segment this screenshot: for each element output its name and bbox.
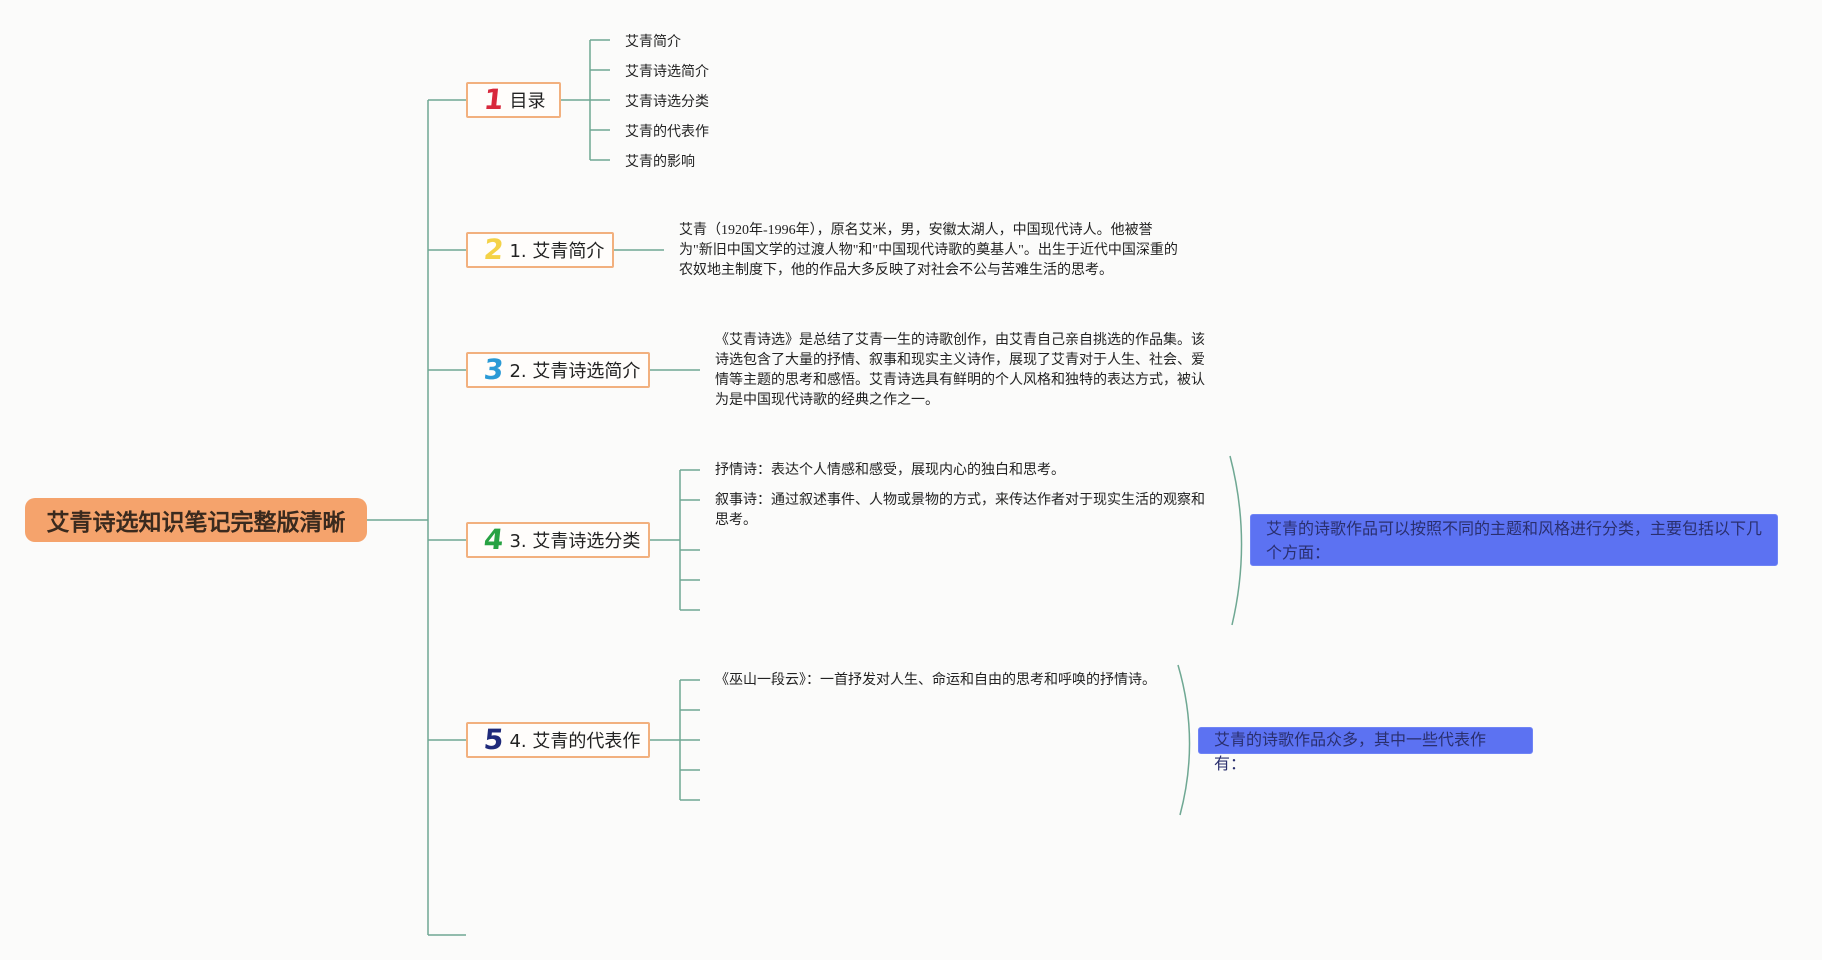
category-line: 叙事诗：通过叙述事件、人物或景物的方式，来传达作者对于现实生活的观察和 xyxy=(715,493,1205,508)
toc-item[interactable]: 艾青诗选简介 xyxy=(625,65,709,80)
topic-number-4: 4 xyxy=(482,523,506,556)
category-item[interactable]: 叙事诗：通过叙述事件、人物或景物的方式，来传达作者对于现实生活的观察和 思考。 xyxy=(715,491,1235,531)
topic-collection[interactable]: 3 2. 艾青诗选简介 xyxy=(466,352,650,388)
topic-works[interactable]: 5 4. 艾青的代表作 xyxy=(466,722,650,758)
topic-label: 1. 艾青简介 xyxy=(509,241,605,262)
topic-categories[interactable]: 4 3. 艾青诗选分类 xyxy=(466,522,650,558)
works-summary[interactable]: 艾青的诗歌作品众多，其中一些代表作有： xyxy=(1198,727,1533,773)
collection-line: 《艾青诗选》是总结了艾青一生的诗歌创作，由艾青自己亲自挑选的作品集。该 xyxy=(715,333,1205,348)
topic-number-3: 3 xyxy=(482,353,506,386)
toc-item[interactable]: 艾青的代表作 xyxy=(625,125,709,140)
categories-summary[interactable]: 艾青的诗歌作品可以按照不同的主题和风格进行分类，主要包括以下几个方面： xyxy=(1250,514,1778,566)
intro-line: 艾青（1920年-1996年），原名艾米，男，安徽太湖人，中国现代诗人。他被誉 xyxy=(679,223,1153,238)
root-title: 艾青诗选知识笔记完整版清晰 xyxy=(46,510,346,536)
collection-line: 情等主题的思考和感悟。艾青诗选具有鲜明的个人风格和独特的表达方式，被认 xyxy=(715,373,1205,388)
works-summary-text: 艾青的诗歌作品众多，其中一些代表作有： xyxy=(1214,730,1487,773)
works-line: 《巫山一段云》：一首抒发对人生、命运和自由的思考和呼唤的抒情诗。 xyxy=(715,673,1156,688)
topic-number-1: 1 xyxy=(482,83,506,116)
intro-text[interactable]: 艾青（1920年-1996年），原名艾米，男，安徽太湖人，中国现代诗人。他被誉 … xyxy=(679,221,1199,281)
root-topic[interactable]: 艾青诗选知识笔记完整版清晰 xyxy=(25,498,367,542)
topic-number-5: 5 xyxy=(482,723,506,756)
category-line: 抒情诗：表达个人情感和感受，展现内心的独白和思考。 xyxy=(715,463,1065,478)
toc-item[interactable]: 艾青诗选分类 xyxy=(625,95,709,110)
category-item[interactable]: 抒情诗：表达个人情感和感受，展现内心的独白和思考。 xyxy=(715,461,1235,481)
collection-text[interactable]: 《艾青诗选》是总结了艾青一生的诗歌创作，由艾青自己亲自挑选的作品集。该 诗选包含… xyxy=(715,331,1235,411)
topic-intro[interactable]: 2 1. 艾青简介 xyxy=(466,232,614,268)
topic-label: 目录 xyxy=(509,91,546,112)
collection-line: 诗选包含了大量的抒情、叙事和现实主义诗作，展现了艾青对于人生、社会、爱 xyxy=(715,353,1205,368)
topic-label: 2. 艾青诗选简介 xyxy=(509,361,641,382)
category-line: 思考。 xyxy=(715,513,757,528)
topic-number-2: 2 xyxy=(482,233,506,266)
toc-item[interactable]: 艾青简介 xyxy=(625,35,681,50)
topic-toc[interactable]: 1 目录 xyxy=(466,82,561,118)
topic-label: 3. 艾青诗选分类 xyxy=(509,531,641,552)
intro-line: 为"新旧中国文学的过渡人物"和"中国现代诗歌的奠基人"。出生于近代中国深重的 xyxy=(679,243,1178,258)
categories-summary-text: 艾青的诗歌作品可以按照不同的主题和风格进行分类，主要包括以下几个方面： xyxy=(1266,519,1763,562)
toc-item[interactable]: 艾青的影响 xyxy=(625,155,695,170)
intro-line: 农奴地主制度下，他的作品大多反映了对社会不公与苦难生活的思考。 xyxy=(679,263,1113,278)
works-item[interactable]: 《巫山一段云》：一首抒发对人生、命运和自由的思考和呼唤的抒情诗。 xyxy=(715,671,1235,691)
topic-label: 4. 艾青的代表作 xyxy=(509,731,641,752)
collection-line: 为是中国现代诗歌的经典之作之一。 xyxy=(715,393,939,408)
